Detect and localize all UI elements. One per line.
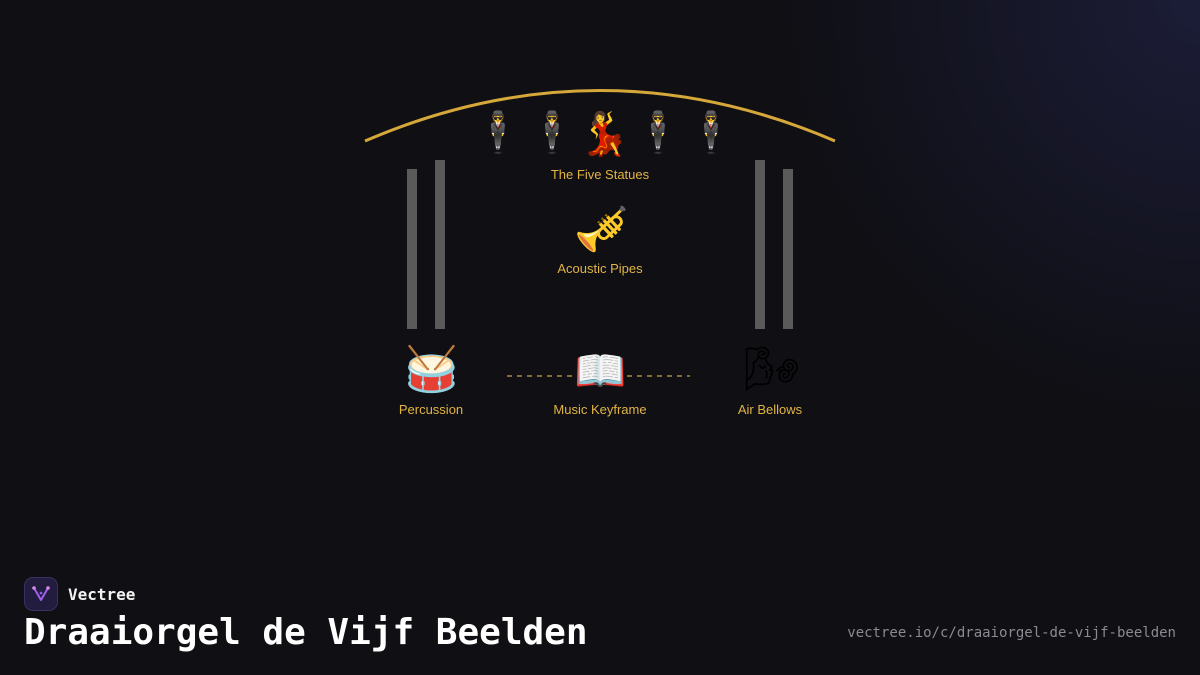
- pipe-right-inner: [755, 160, 765, 329]
- pipe-left-inner: [435, 160, 445, 329]
- bellows-label: Air Bellows: [737, 402, 803, 417]
- keyframe-label: Music Keyframe: [553, 402, 647, 417]
- statue-icon: 🕴: [527, 110, 577, 156]
- percussion-label: Percussion: [398, 402, 464, 417]
- wind-icon: 🌬: [744, 344, 800, 395]
- brand-name: Vectree: [68, 584, 136, 604]
- organ-arch: [364, 89, 836, 143]
- drum-icon: 🥁: [404, 344, 459, 395]
- pipe-left-outer: [407, 169, 417, 329]
- dancer-icon: 💃: [578, 109, 631, 158]
- statue-icon: 🕴: [686, 110, 736, 156]
- pipes-label: Acoustic Pipes: [557, 261, 643, 276]
- pipe-right-outer: [783, 169, 793, 329]
- vectree-logo-icon: [24, 577, 58, 611]
- brand[interactable]: Vectree: [24, 577, 135, 611]
- page-title: Draaiorgel de Vijf Beelden: [24, 612, 588, 653]
- trumpet-icon: 🎺: [574, 204, 629, 255]
- tree-icon: [32, 586, 50, 601]
- statues-label: The Five Statues: [550, 167, 650, 182]
- statue-icon: 🕴: [633, 110, 683, 156]
- open-book-icon: 📖: [574, 346, 627, 395]
- page-url[interactable]: vectree.io/c/draaiorgel-de-vijf-beelden: [847, 625, 1176, 641]
- statue-icon: 🕴: [473, 110, 523, 156]
